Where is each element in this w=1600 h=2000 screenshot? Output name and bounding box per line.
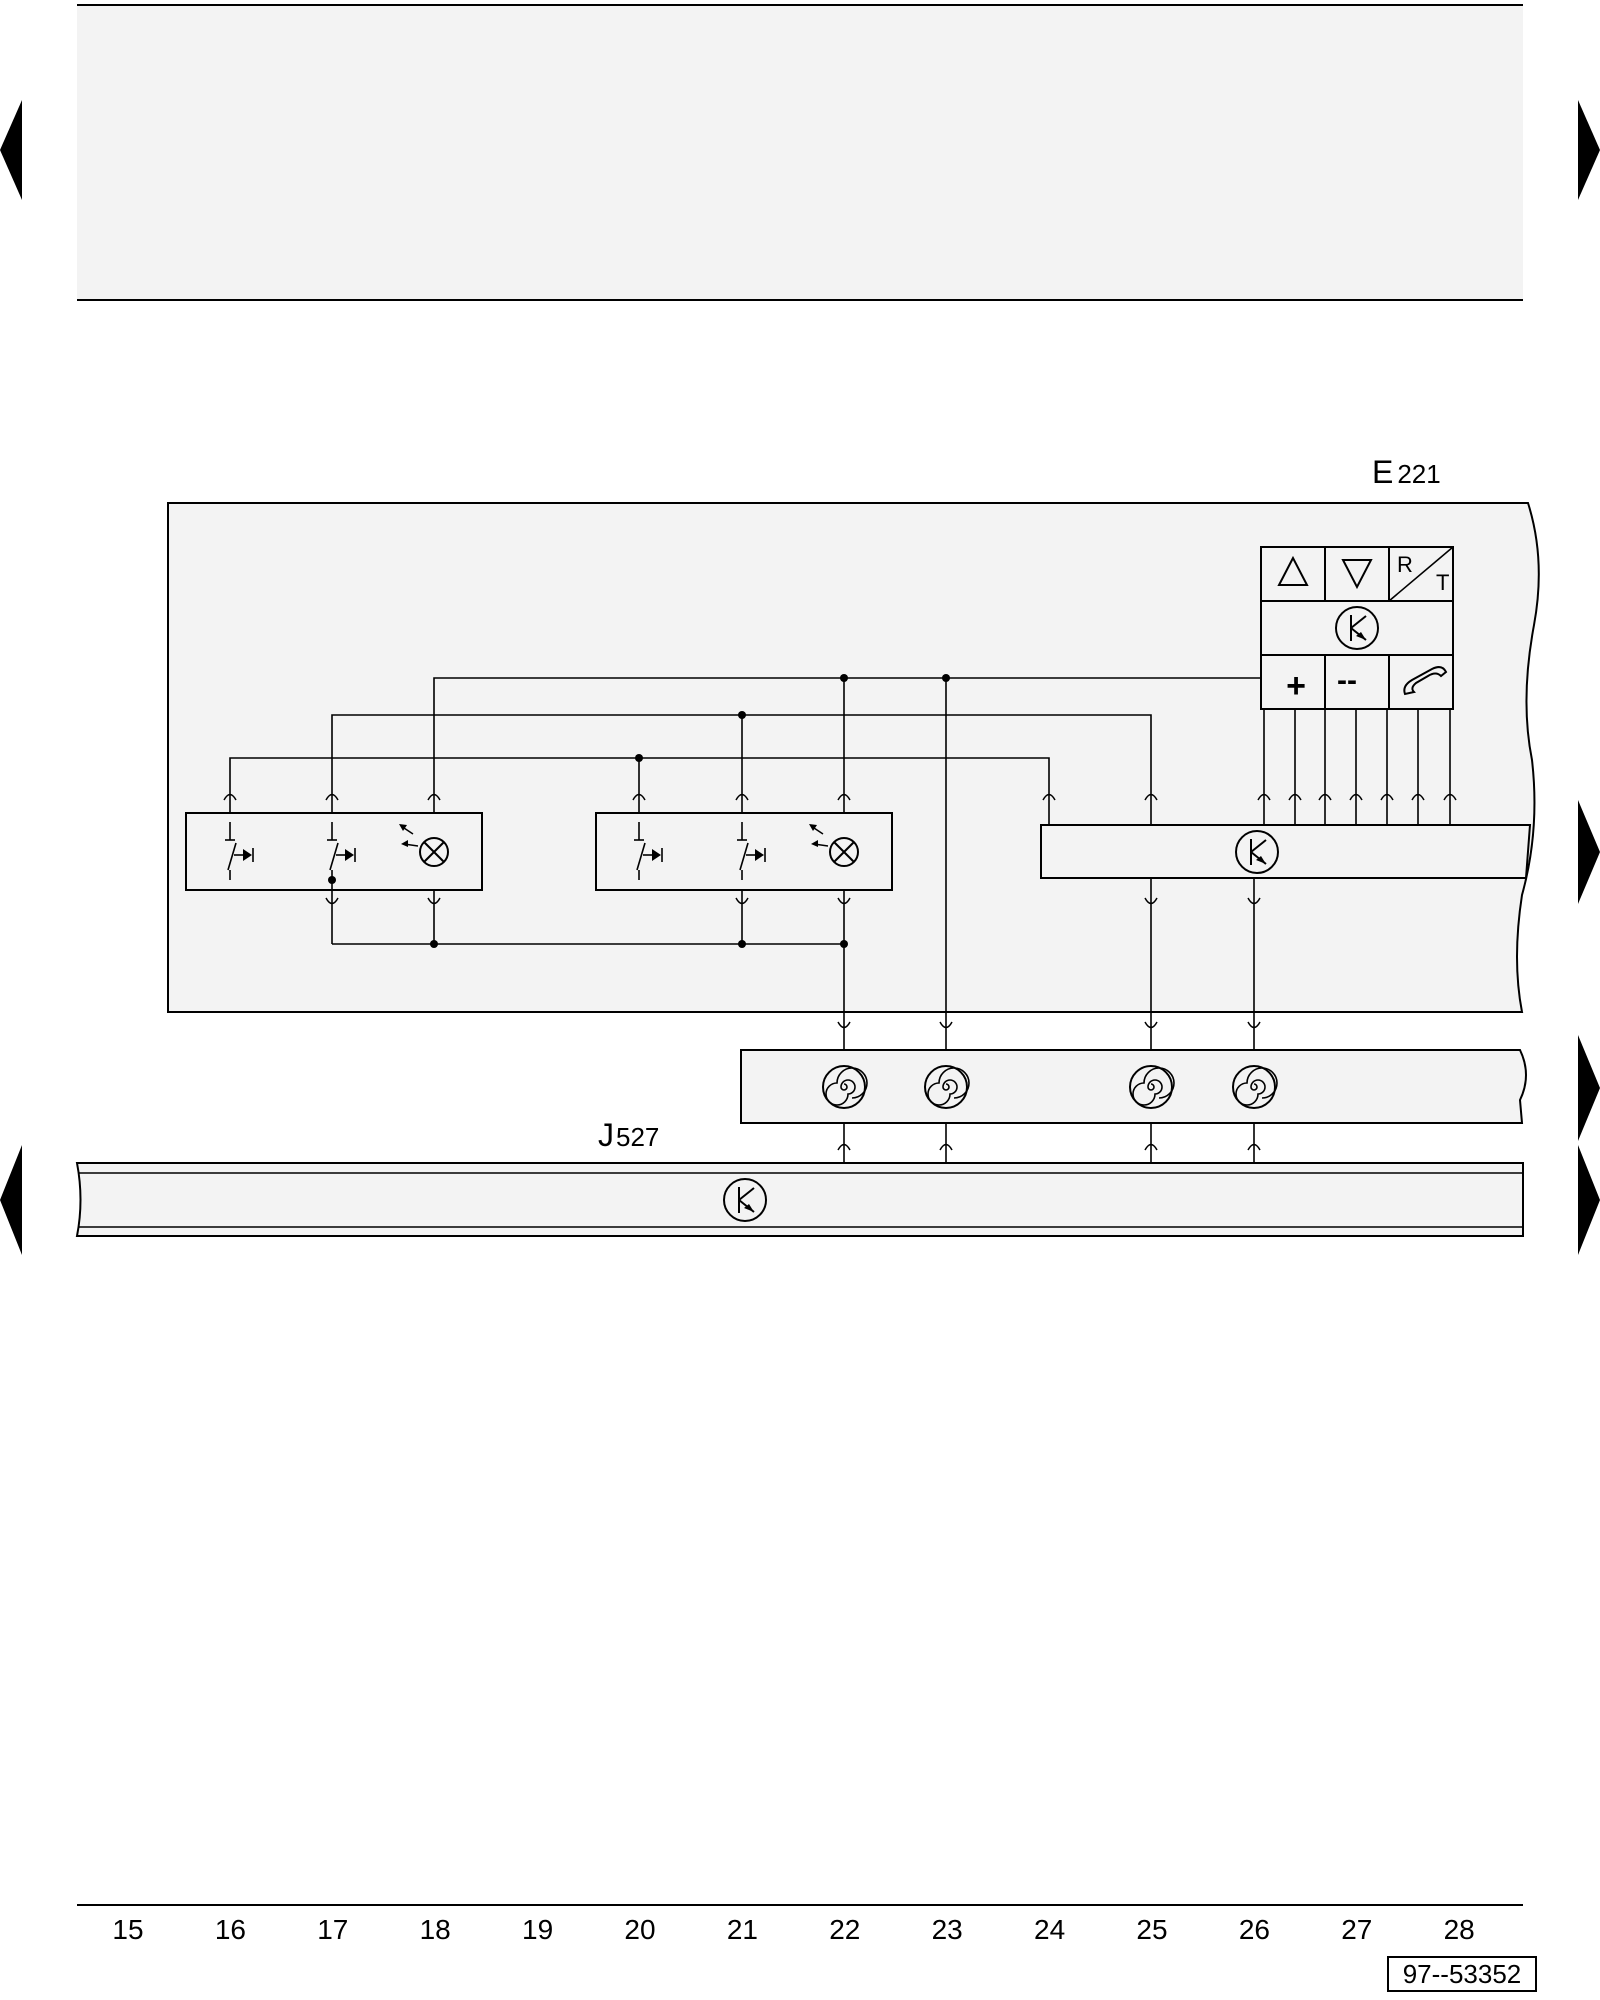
track-number: 24 [1034, 1914, 1065, 1945]
junction-dots [328, 674, 950, 948]
bulb-icon [399, 824, 449, 867]
button-r-label[interactable]: R [1397, 552, 1413, 577]
track-number: 27 [1341, 1914, 1372, 1945]
bulb-icon [809, 824, 859, 867]
track-number: 18 [420, 1914, 451, 1945]
j527-label-number: 527 [616, 1122, 659, 1152]
figure-id: 97--53352 [1387, 1956, 1537, 1992]
clock-spring-strip [740, 1015, 1527, 1163]
e221-label-letter: E [1372, 454, 1393, 490]
track-number: 21 [727, 1914, 758, 1945]
track-number: 15 [112, 1914, 143, 1945]
control-unit-icon [723, 1178, 767, 1222]
control-unit-icon [1235, 830, 1279, 874]
switch-module-middle [595, 812, 893, 891]
triangle-down-icon[interactable] [1341, 559, 1373, 590]
button-minus-label[interactable]: -- [1337, 664, 1357, 697]
spiral-icon [924, 1065, 970, 1109]
prev-page-arrow-icon[interactable] [0, 100, 22, 200]
header-band [77, 4, 1523, 301]
track-number: 20 [624, 1914, 655, 1945]
triangle-up-icon[interactable] [1277, 555, 1309, 586]
control-unit-icon [1335, 606, 1379, 650]
track-number: 19 [522, 1914, 553, 1945]
track-number: 26 [1239, 1914, 1270, 1945]
switch-icon [634, 822, 663, 880]
j527-label-letter: J [598, 1117, 614, 1153]
j527-component: J527 [75, 1117, 1524, 1237]
button-plus-label[interactable]: + [1286, 667, 1306, 705]
spiral-icon [822, 1065, 868, 1109]
spiral-icon [1129, 1065, 1175, 1109]
track-number: 22 [829, 1914, 860, 1945]
switch-icon [225, 822, 254, 880]
track-ruler: 15 16 17 18 19 20 21 22 23 24 25 26 27 28 [77, 1904, 1523, 1945]
next-page-arrow-icon[interactable] [1578, 1145, 1600, 1255]
spiral-icon [1232, 1065, 1278, 1109]
track-number: 28 [1444, 1914, 1475, 1945]
next-page-arrow-icon[interactable] [1578, 1035, 1600, 1141]
next-page-arrow-icon[interactable] [1578, 100, 1600, 200]
phone-handset-icon[interactable] [1403, 666, 1448, 696]
figure-id-text: 97--53352 [1403, 1959, 1522, 1989]
svg-text:J527: J527 [598, 1117, 659, 1153]
track-number: 17 [317, 1914, 348, 1945]
next-page-arrow-icon[interactable] [1578, 800, 1600, 904]
multifunction-buttons: R T + -- [1260, 546, 1454, 710]
button-t-label[interactable]: T [1436, 570, 1449, 595]
e221-control-unit-bar [1040, 824, 1532, 879]
switch-icon [737, 822, 766, 880]
track-number: 23 [932, 1914, 963, 1945]
prev-page-arrow-icon[interactable] [0, 1145, 22, 1255]
track-number: 25 [1136, 1914, 1167, 1945]
e221-label-number: 221 [1397, 459, 1440, 489]
track-number: 16 [215, 1914, 246, 1945]
